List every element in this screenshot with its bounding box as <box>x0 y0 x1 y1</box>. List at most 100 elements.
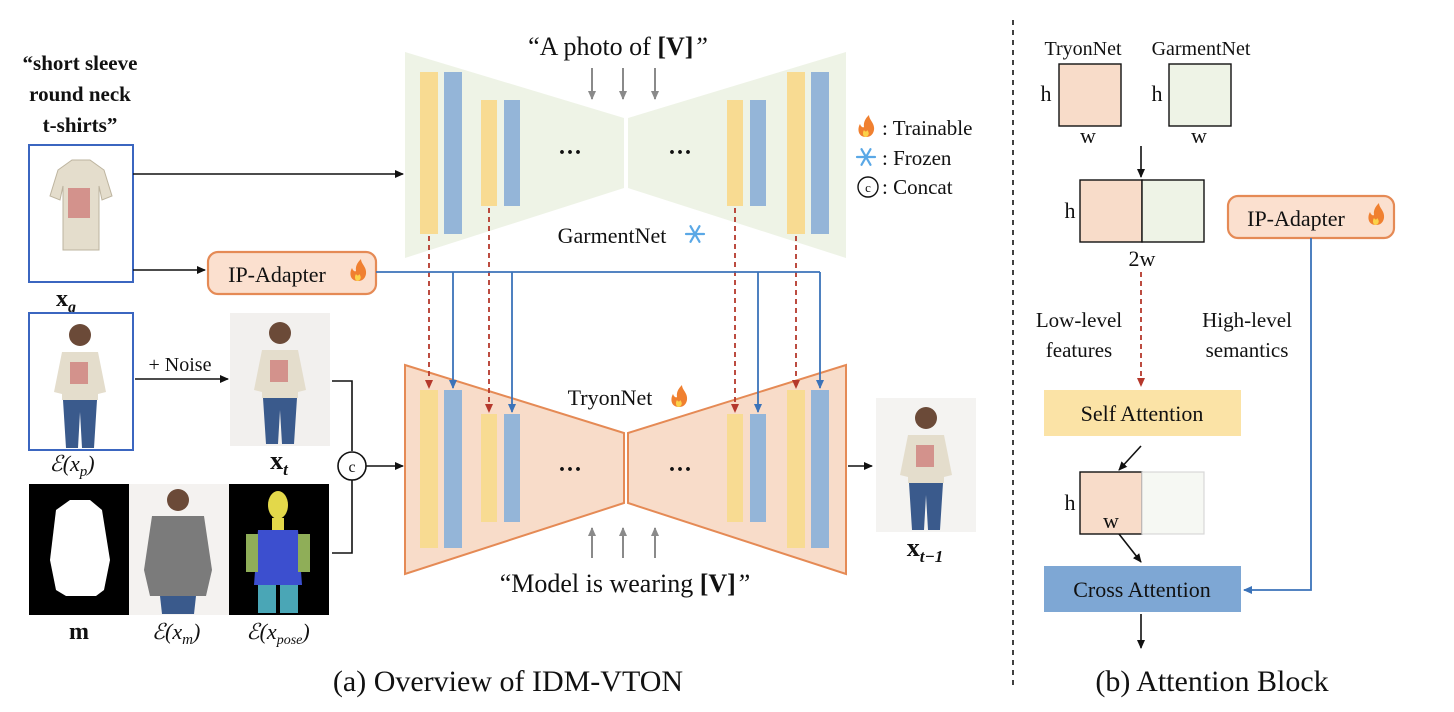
legend-frozen: : Frozen <box>882 146 952 170</box>
text-prompt-line-3: t-shirts” <box>43 113 118 137</box>
garment-w: w <box>1191 123 1207 148</box>
attn-ip-adapter-label: IP-Adapter <box>1247 206 1345 231</box>
legend: : Trainable : Frozen c : Concat <box>855 115 972 199</box>
concat-node-label: c <box>348 459 355 476</box>
noisy-image <box>230 313 330 446</box>
garment-feature-arrows <box>425 208 800 413</box>
legend-trainable: : Trainable <box>882 116 972 140</box>
garment-image <box>28 144 134 283</box>
tryonnet-layer <box>481 414 497 522</box>
text-prompt-line-2: round neck <box>29 82 131 106</box>
xt1-label: xt−1 <box>907 533 944 566</box>
garmentnet-layer <box>811 72 829 234</box>
snowflake-icon <box>684 225 706 243</box>
tryon-h: h <box>1041 81 1052 106</box>
high-level-label-1: High-level <box>1202 308 1292 332</box>
self-attn-w: w <box>1103 508 1119 533</box>
self-to-feature-arrow <box>1118 445 1142 471</box>
garment-prompt-arrows <box>588 68 659 100</box>
garment-feature-map <box>1168 63 1232 127</box>
tryonnet-layer <box>811 390 829 548</box>
garmentnet-layer <box>787 72 805 234</box>
self-attention-block <box>1044 390 1241 436</box>
m-label: m <box>69 619 89 645</box>
high-level-label-2: semantics <box>1206 338 1289 362</box>
garmentnet-ellipsis-left: ··· <box>558 140 582 166</box>
xpose-label: ℰ(xpose) <box>246 619 309 648</box>
ip-adapter-arrows <box>376 271 824 413</box>
concat-feature-right <box>1141 179 1205 243</box>
caption-attention: (b) Attention Block <box>1095 665 1328 698</box>
text-prompt-line-1: “short sleeve <box>23 51 138 75</box>
garment-prompt: “A photo of [V]” <box>528 32 708 61</box>
self-attn-output-right <box>1141 471 1205 535</box>
tryonnet-body: ··· ··· <box>404 363 847 576</box>
fire-icon <box>1368 203 1385 225</box>
cross-attention-block <box>1044 566 1241 612</box>
tryon-prompt-arrows <box>588 527 659 558</box>
concat-wiring <box>332 380 353 554</box>
self-attention-label: Self Attention <box>1081 401 1204 426</box>
concat-2w: 2w <box>1129 246 1156 271</box>
garmentnet-label: GarmentNet <box>558 223 667 248</box>
garmentnet-layer <box>444 72 462 234</box>
xg-label: xg <box>56 286 76 316</box>
xt-label: xt <box>270 446 289 479</box>
concat-h: h <box>1065 198 1076 223</box>
legend-concat: : Concat <box>882 175 953 199</box>
tryonnet-layer <box>727 414 743 522</box>
garment-h: h <box>1152 81 1163 106</box>
tryonnet-layers <box>420 390 829 548</box>
attn-garmentnet-label: GarmentNet <box>1152 38 1251 60</box>
tryon-feature-map <box>1058 63 1122 127</box>
ip-adapter-label: IP-Adapter <box>228 262 326 287</box>
output-image <box>876 398 976 532</box>
tryon-w: w <box>1080 123 1096 148</box>
garmentnet-body: ··· ··· <box>405 52 846 258</box>
garmentnet-layer <box>504 100 520 206</box>
high-level-arrow <box>1243 238 1312 594</box>
low-level-label-1: Low-level <box>1036 308 1122 332</box>
feature-to-cross-arrow <box>1118 533 1142 563</box>
tryon-prompt: “Model is wearing [V]” <box>500 569 751 598</box>
attention-block: TryonNet GarmentNet h w h w h 2w Low-lev… <box>1036 38 1396 649</box>
pose-image <box>229 484 329 615</box>
fire-icon <box>671 385 688 407</box>
xp-label: ℰ(xp) <box>49 451 94 480</box>
tryonnet-label: TryonNet <box>568 385 653 410</box>
tryonnet-ellipsis-right: ··· <box>668 457 692 483</box>
tryonnet-layer <box>444 390 462 548</box>
self-attn-h: h <box>1065 490 1076 515</box>
garmentnet-layer <box>420 72 438 234</box>
fire-icon <box>858 115 875 137</box>
garmentnet-layer <box>481 100 497 206</box>
caption-overview: (a) Overview of IDM-VTON <box>333 665 683 698</box>
low-level-label-2: features <box>1046 338 1112 362</box>
person-image <box>28 312 134 451</box>
masked-person-image <box>129 484 229 615</box>
tryonnet-layer <box>787 390 805 548</box>
concat-node: c <box>337 451 367 481</box>
ip-adapter-block: IP-Adapter <box>206 250 378 296</box>
tryonnet-layer <box>420 390 438 548</box>
attn-tryonnet-label: TryonNet <box>1044 38 1121 60</box>
tryonnet-ellipsis-left: ··· <box>558 457 582 483</box>
garmentnet-ellipsis-right: ··· <box>668 140 692 166</box>
garmentnet-layer <box>750 100 766 206</box>
tryonnet-layer <box>750 414 766 522</box>
self-attn-output-left <box>1079 471 1143 535</box>
xm-label: ℰ(xm) <box>152 619 201 648</box>
concat-feature-left <box>1079 179 1143 243</box>
noise-label: + Noise <box>149 354 212 376</box>
garmentnet-layer <box>727 100 743 206</box>
fire-icon <box>350 259 367 281</box>
garmentnet-layers <box>420 72 829 234</box>
tryonnet-layer <box>504 414 520 522</box>
cross-attention-label: Cross Attention <box>1073 577 1211 602</box>
text-prompt: “short sleeve round neck t-shirts” <box>23 51 138 137</box>
mask-image <box>29 484 129 615</box>
concat-icon <box>857 176 879 198</box>
legend-concat-symbol: c <box>865 180 871 195</box>
snowflake-icon <box>855 148 877 166</box>
